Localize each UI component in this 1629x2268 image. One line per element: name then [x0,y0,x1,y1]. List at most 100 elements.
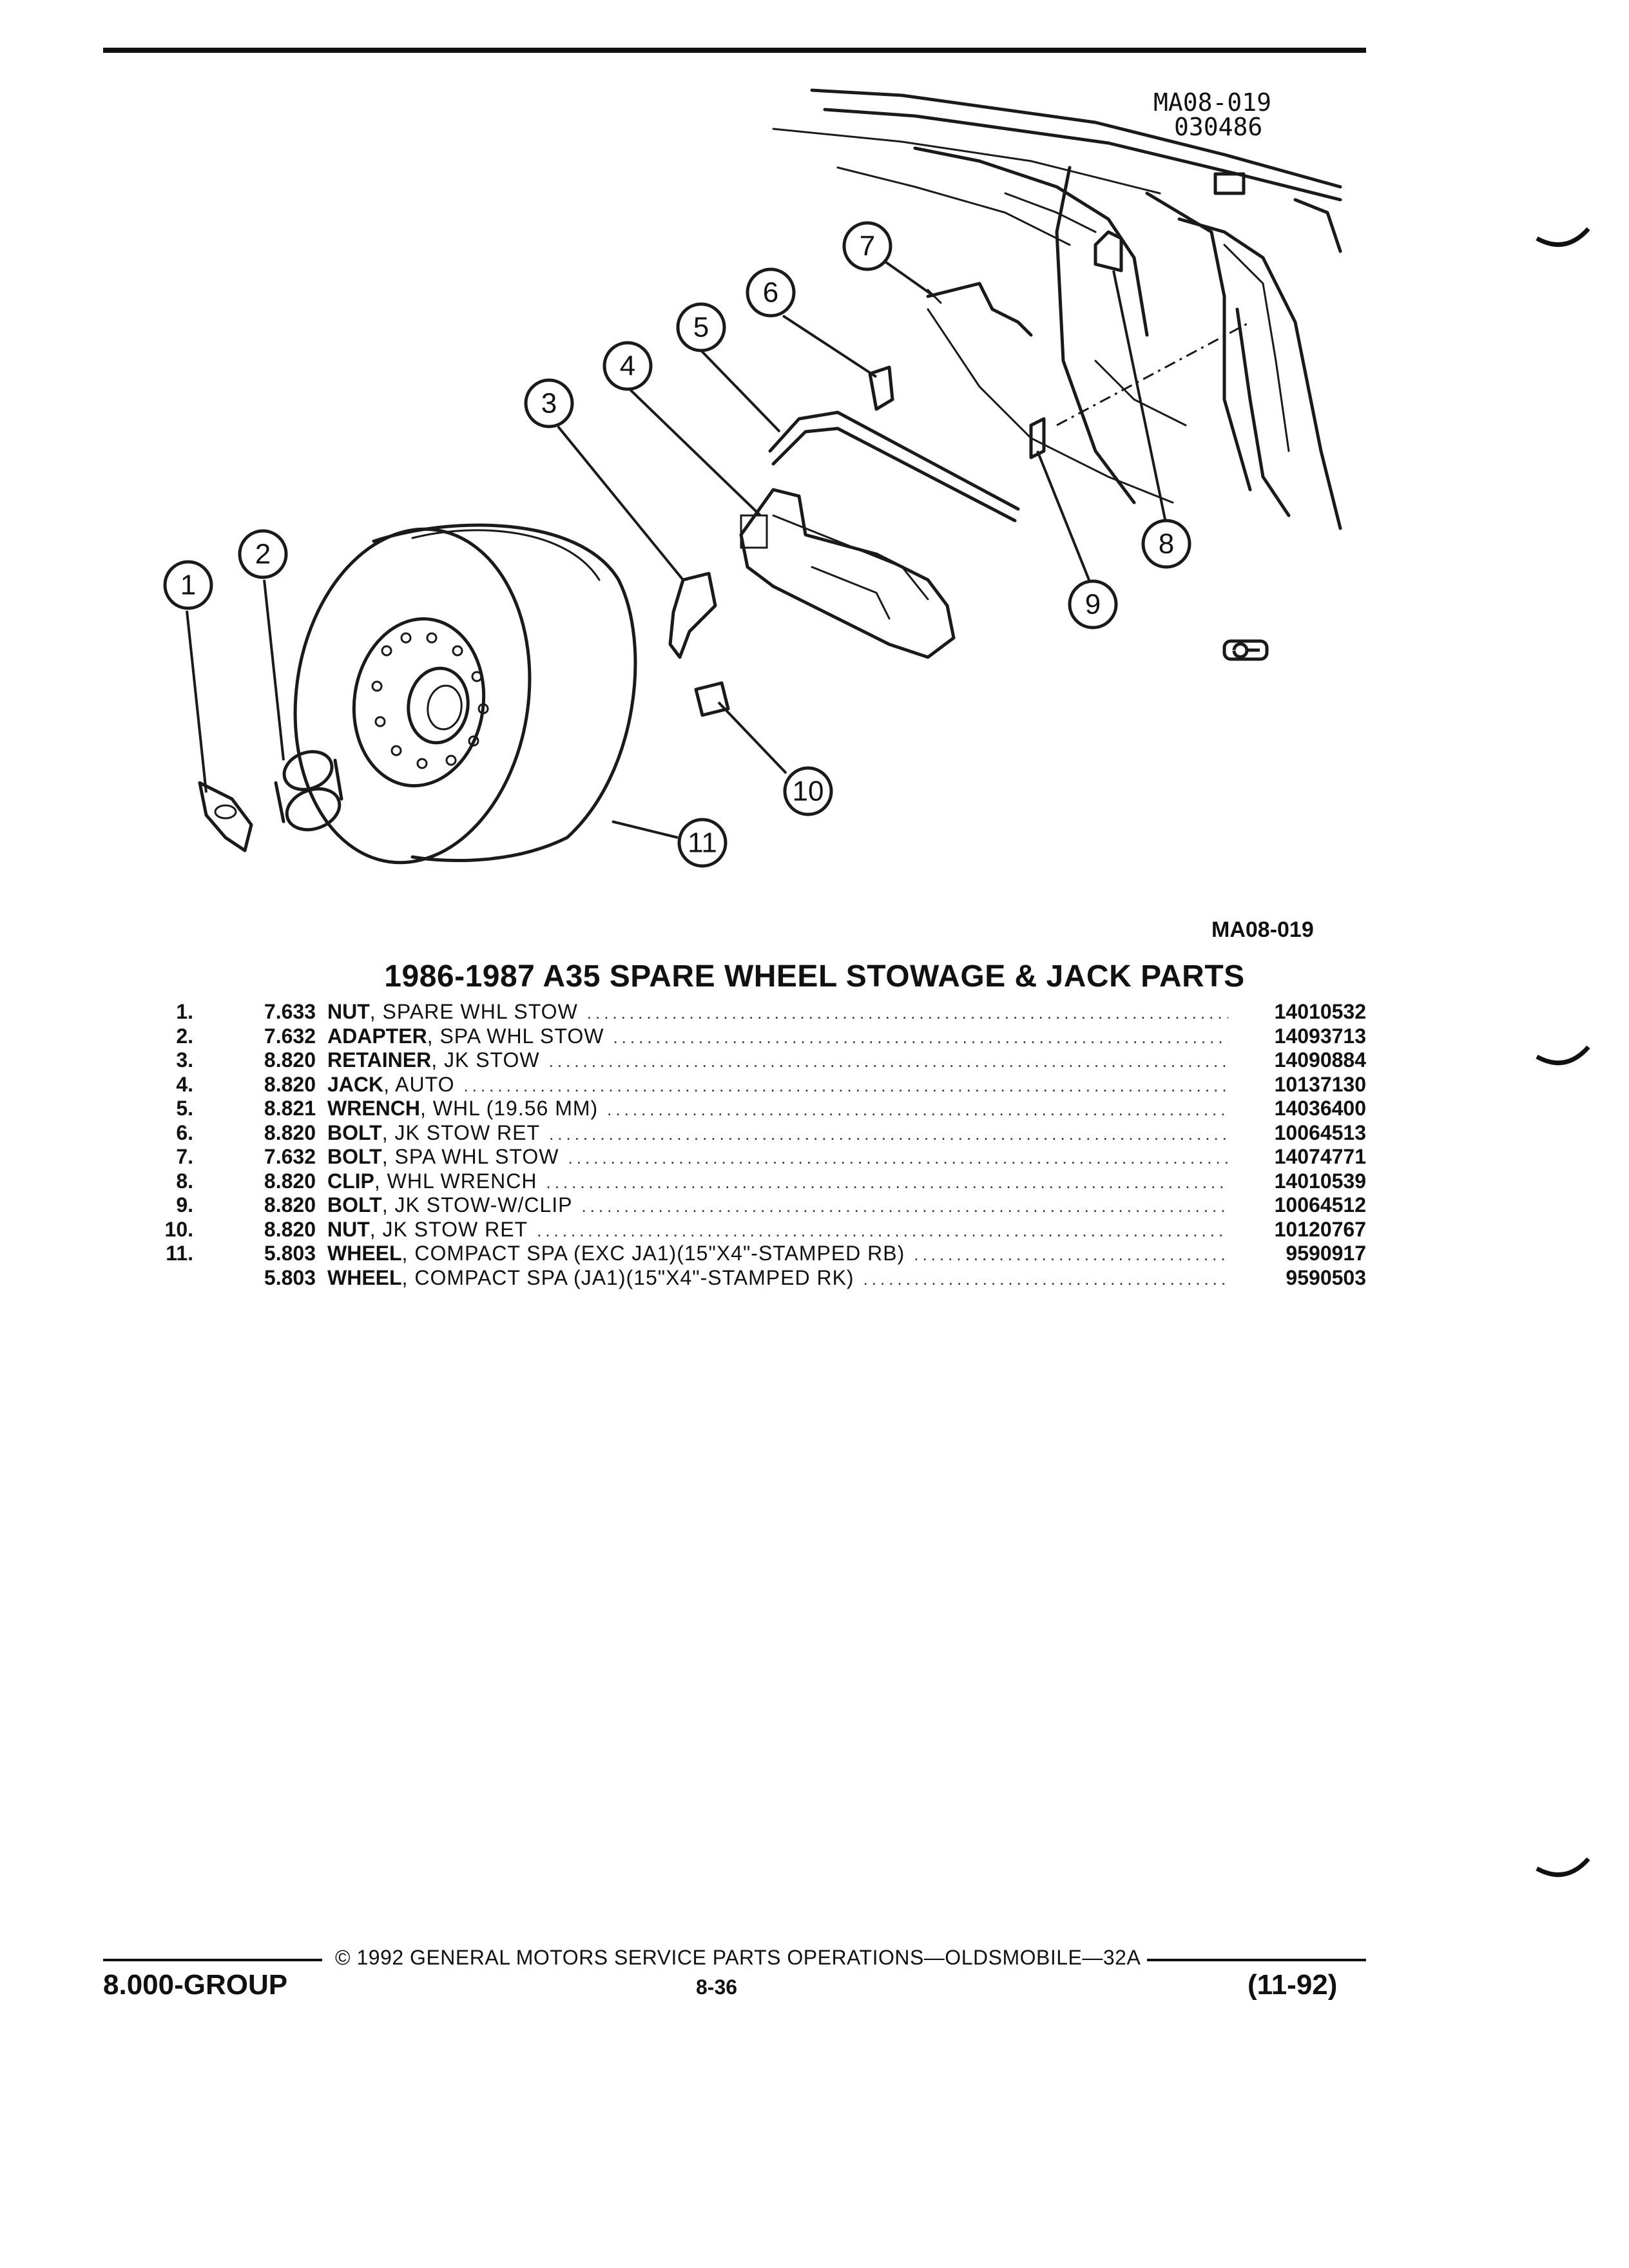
group-number: 5.803 [264,1242,316,1265]
callout-4: 4 [602,341,653,391]
parts-row: 6. 8.820 BOLT, JK STOW RET 10064513 [142,1121,1366,1146]
part-description: RETAINER, JK STOW [327,1048,540,1073]
part-qualifier: , JK STOW RET [369,1217,528,1241]
parts-row: 1. 7.633 NUT, SPARE WHL STOW 14010532 [142,1000,1366,1024]
group-number: 8.820 [264,1072,316,1096]
trunk-body-panel [772,88,1342,530]
part-name: JACK [327,1072,384,1096]
parts-row: 5. 8.821 WRENCH, WHL (19.56 MM) 14036400 [142,1097,1366,1121]
spare-wheel-stow-bolt [926,282,1033,337]
item-number: 7. [176,1145,193,1168]
svg-text:8: 8 [1159,528,1174,560]
part-qualifier: , JK STOW RET [381,1120,541,1144]
part-number: 10120767 [1274,1217,1366,1241]
dot-leader [463,1074,1228,1099]
item-number: 1. [176,1000,193,1023]
svg-text:3: 3 [541,388,557,419]
part-name: CLIP [327,1169,374,1193]
group-number: 8.821 [264,1097,316,1120]
item-number: 3. [176,1048,193,1072]
binder-hole-mark [1536,227,1590,247]
parts-row: 11. 5.803 WHEEL, COMPACT SPA (EXC JA1)(1… [142,1242,1366,1266]
group-number: 7.633 [264,1000,316,1023]
part-name: RETAINER [327,1048,432,1072]
part-description: CLIP, WHL WRENCH [327,1169,537,1194]
leader-lines [186,256,1166,839]
svg-text:10: 10 [793,776,824,807]
part-qualifier: , AUTO [383,1072,455,1096]
parts-list: 1. 7.633 NUT, SPARE WHL STOW 14010532 2.… [142,1000,1366,1290]
dot-leader [549,1122,1228,1147]
svg-text:5: 5 [693,312,709,343]
parts-row: 9. 8.820 BOLT, JK STOW-W/CLIP 10064512 [142,1193,1366,1218]
part-name: WHEEL [327,1265,402,1289]
group-number: 7.632 [264,1145,316,1168]
spare-tire [293,523,637,865]
parts-row: 8. 8.820 CLIP, WHL WRENCH 14010539 [142,1169,1366,1194]
group-number: 8.820 [264,1048,316,1072]
svg-text:6: 6 [763,277,778,309]
item-number: 5. [176,1097,193,1120]
part-description: BOLT, JK STOW RET [327,1121,540,1146]
dot-leader [537,1219,1228,1244]
group-number: 7.632 [264,1024,316,1048]
part-description: JACK, AUTO [327,1073,454,1097]
wheel-adapter [274,750,343,832]
callout-11: 11 [677,818,728,868]
part-number: 9590917 [1286,1242,1366,1265]
page-title: 1986-1987 A35 SPARE WHEEL STOWAGE & JACK… [384,959,1245,994]
auto-jack [739,488,956,659]
svg-text:2: 2 [255,539,271,570]
dot-leader [546,1171,1228,1195]
callout-1: 1 [163,560,213,610]
dot-leader [587,1001,1228,1026]
dot-leader [914,1243,1228,1267]
part-description: ADAPTER, SPA WHL STOW [327,1024,604,1049]
exploded-parts-diagram: MA08-019 030486 [163,88,1342,868]
part-qualifier: , SPA WHL STOW [427,1024,604,1048]
footer-rule [1147,1959,1366,1961]
item-number: 10. [164,1217,193,1241]
footer-rule [103,1959,322,1961]
part-name: NUT [327,1000,370,1023]
part-name: NUT [327,1217,370,1241]
part-number: 14074771 [1274,1145,1366,1168]
group-number: 8.820 [264,1169,316,1193]
part-number: 14010532 [1274,1000,1366,1023]
part-name: BOLT [327,1193,382,1216]
jack-retainer [668,572,717,659]
svg-text:11: 11 [688,827,717,859]
callout-2: 2 [238,529,288,579]
part-qualifier: , SPA WHL STOW [381,1145,559,1168]
part-number: 9590503 [1286,1265,1366,1289]
group-number: 8.820 [264,1193,316,1216]
callout-9: 9 [1068,579,1118,629]
callout-6: 6 [746,267,796,318]
svg-text:7: 7 [860,231,875,262]
part-qualifier: , WHL WRENCH [374,1169,537,1193]
dot-leader [613,1026,1228,1050]
part-description: WHEEL, COMPACT SPA (EXC JA1)(15"X4"-STAM… [327,1242,905,1266]
group-number: 5.803 [264,1265,316,1289]
page-number: 8-36 [696,1975,738,1999]
dot-leader [581,1195,1228,1219]
top-rule [103,48,1366,53]
binder-hole-mark [1536,1857,1590,1878]
part-description: NUT, JK STOW RET [327,1218,528,1242]
item-number: 2. [176,1024,193,1048]
callout-8: 8 [1141,519,1191,569]
gm-logo-mark [1222,639,1269,661]
parts-row: 3. 8.820 RETAINER, JK STOW 14090884 [142,1048,1366,1073]
jack-stow-bolt-with-clip [1029,417,1046,459]
part-name: BOLT [327,1145,382,1168]
drawing-date: 030486 [1174,113,1262,141]
part-qualifier: , COMPACT SPA (JA1)(15"X4"-STAMPED RK) [401,1265,854,1289]
callout-10: 10 [783,766,833,816]
part-description: WRENCH, WHL (19.56 MM) [327,1097,598,1121]
svg-text:9: 9 [1085,589,1101,620]
part-qualifier: , WHL (19.56 MM) [419,1097,599,1120]
callout-7: 7 [842,221,892,271]
svg-text:4: 4 [620,351,635,382]
part-description: BOLT, JK STOW-W/CLIP [327,1193,572,1218]
dot-leader [863,1267,1228,1292]
